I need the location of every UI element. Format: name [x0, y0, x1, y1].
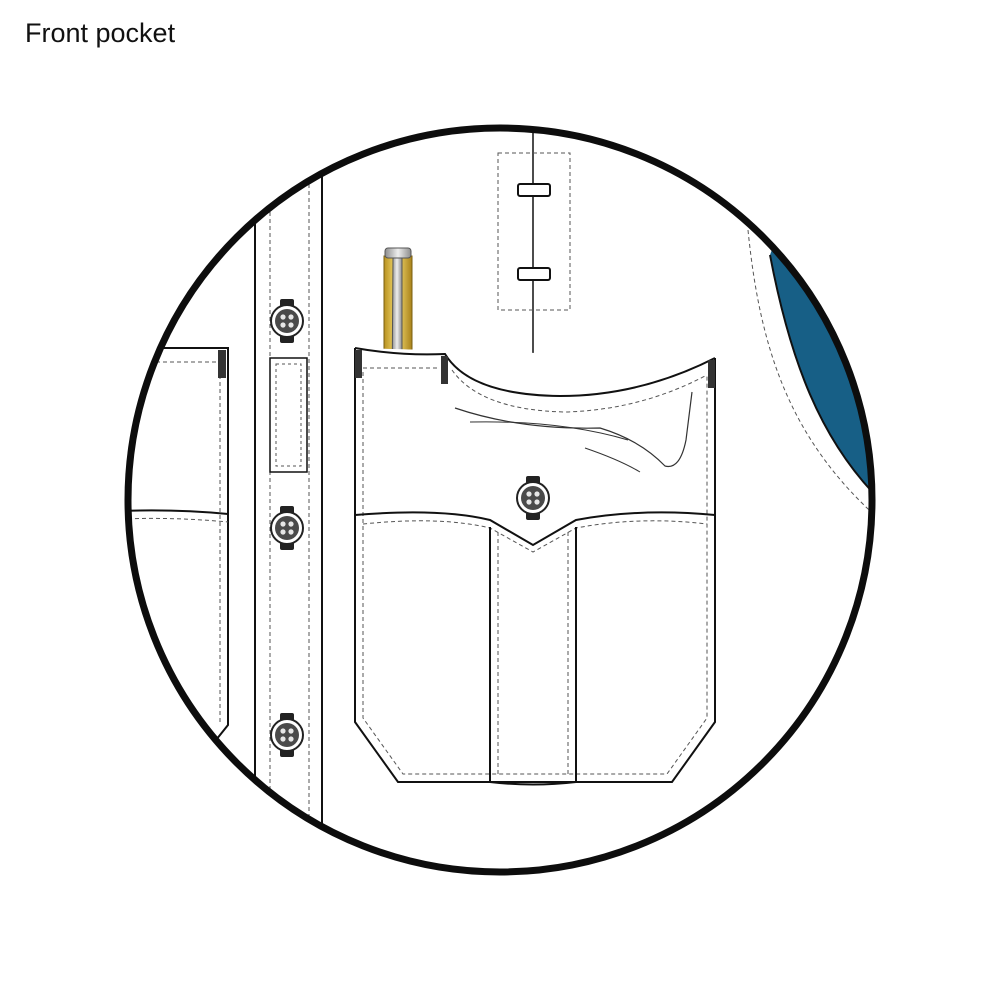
button-placket	[254, 128, 323, 872]
figure-title: Front pocket	[25, 18, 176, 48]
center-seam	[497, 128, 571, 368]
detail-circle-frame	[124, 124, 876, 876]
main-pocket	[354, 347, 716, 786]
